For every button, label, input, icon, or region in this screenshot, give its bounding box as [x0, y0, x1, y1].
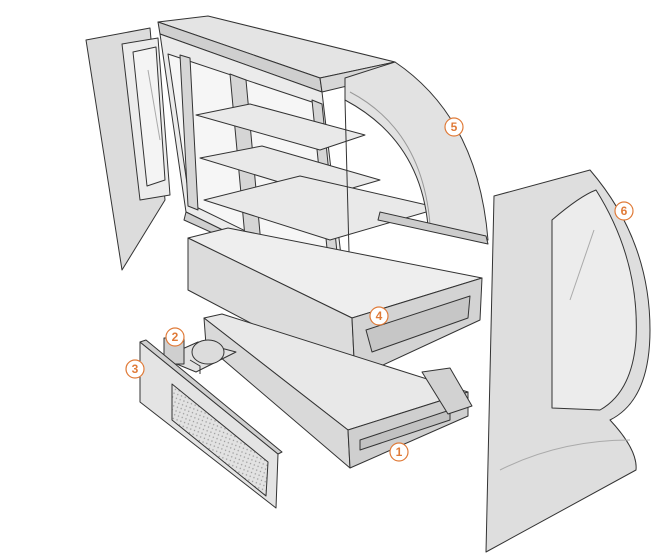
callout-3-label: 3	[132, 362, 139, 376]
callout-2-label: 2	[172, 330, 179, 344]
lower-base-unit	[203, 313, 473, 469]
callout-1-label: 1	[396, 445, 403, 459]
callout-6-label: 6	[621, 204, 628, 218]
callout-1: 1	[389, 442, 409, 462]
callout-5-label: 5	[451, 120, 458, 134]
right-side-panel	[485, 169, 651, 553]
callout-3: 3	[125, 359, 145, 379]
callout-6: 6	[614, 201, 634, 221]
callout-4: 4	[369, 306, 389, 326]
left-side-panel	[85, 27, 171, 271]
compressor	[161, 337, 237, 374]
callout-5: 5	[444, 117, 464, 137]
callout-4-label: 4	[376, 309, 383, 323]
callout-2: 2	[165, 327, 185, 347]
front-grille-panel	[139, 339, 283, 509]
